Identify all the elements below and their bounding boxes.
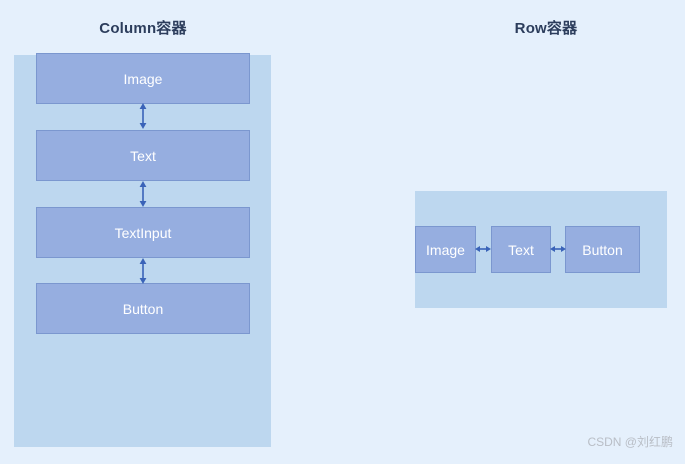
row-panel-title: Row容器 (514, 20, 578, 37)
row-child-text[interactable]: Text (491, 226, 551, 273)
double-arrow-vertical-icon (135, 181, 151, 207)
column-child-textinput[interactable]: TextInput (36, 207, 250, 258)
row-child-button[interactable]: Button (565, 226, 640, 273)
row-child-image[interactable]: Image (415, 226, 476, 273)
double-arrow-horizontal-icon (475, 241, 491, 257)
column-child-button[interactable]: Button (36, 283, 250, 334)
double-arrow-vertical-icon (135, 103, 151, 129)
csdn-watermark: CSDN @刘红鹏 (587, 435, 673, 449)
double-arrow-vertical-icon (135, 258, 151, 284)
double-arrow-horizontal-icon (550, 241, 566, 257)
column-child-text[interactable]: Text (36, 130, 250, 181)
column-child-image[interactable]: Image (36, 53, 250, 104)
column-panel-title: Column容器 (99, 20, 187, 37)
